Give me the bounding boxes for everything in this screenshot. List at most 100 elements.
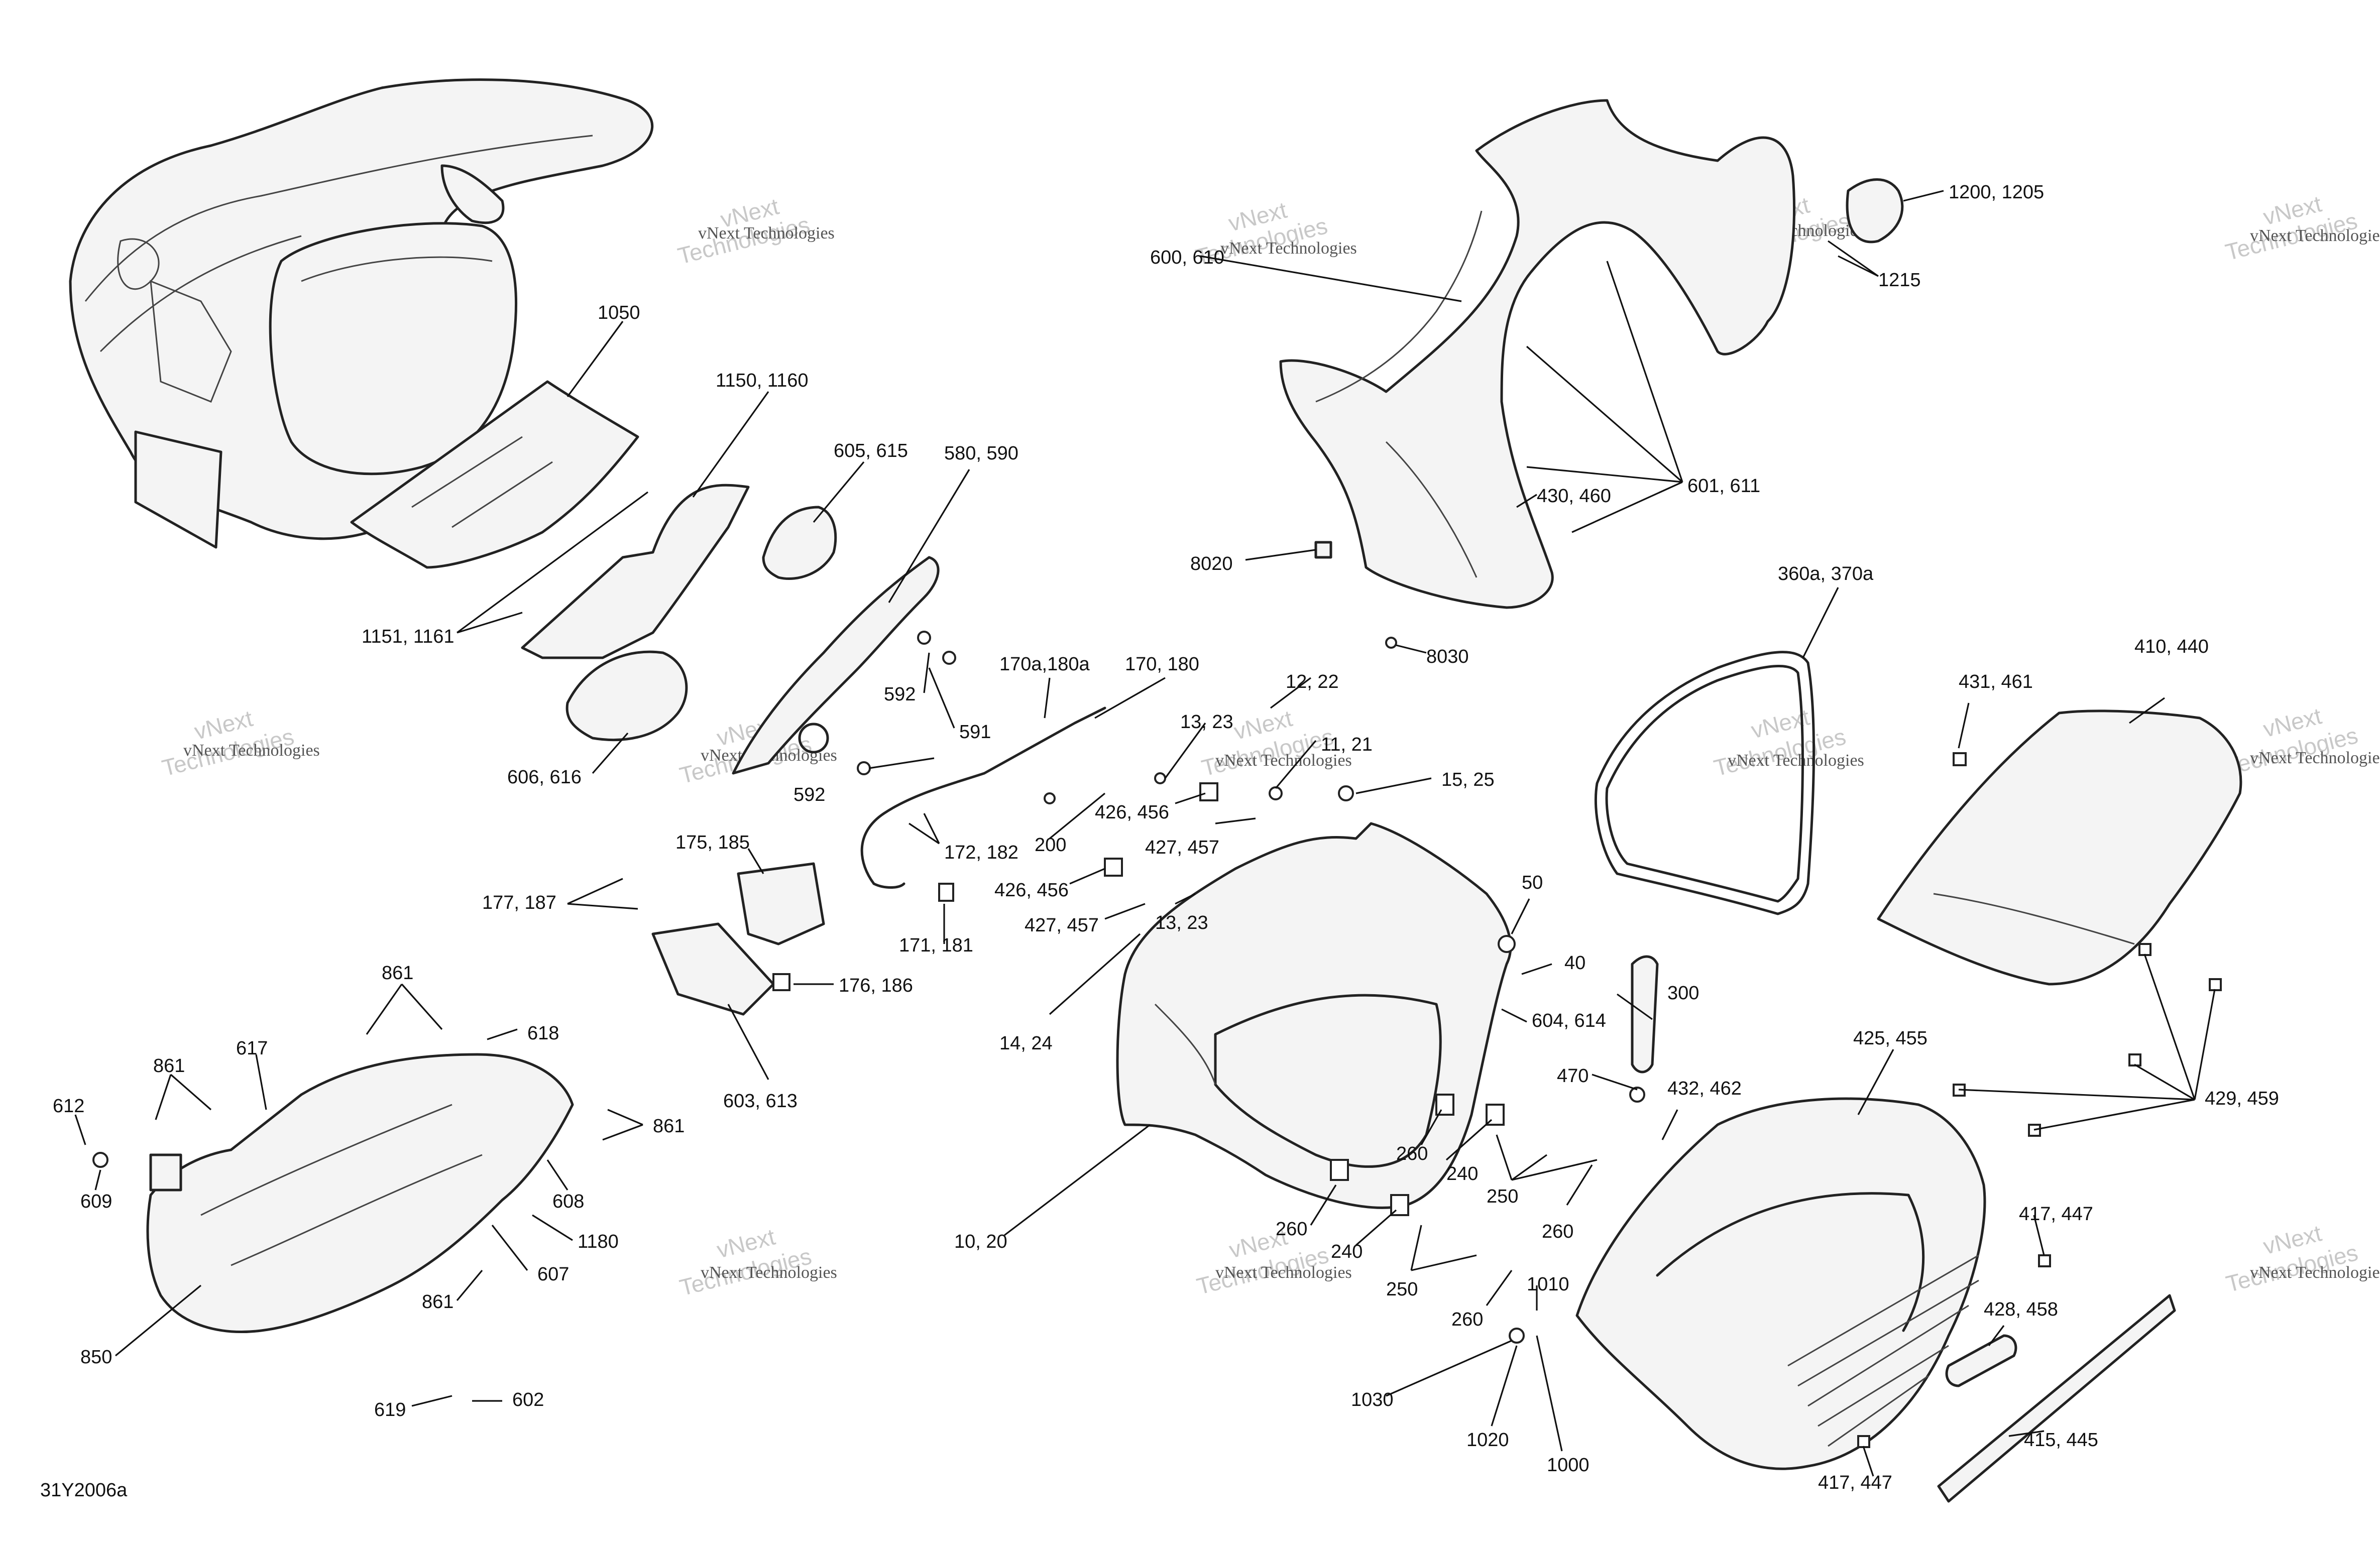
watermark-line: vNext Technologies — [1215, 751, 1352, 770]
callout-260-d: 260 — [1451, 1309, 1483, 1330]
callout-606-616: 606, 616 — [507, 767, 582, 788]
clip-417b — [1857, 1435, 1870, 1448]
callout-417-447-upper: 417, 447 — [2019, 1204, 2093, 1225]
callout-170-180: 170, 180 — [1125, 654, 1199, 675]
part-lid-410-detail — [1933, 893, 2135, 945]
part-saddlebag-shell — [1575, 1097, 1986, 1470]
part-latch-cable — [860, 706, 1106, 885]
watermark-12: vNext Technologies — [677, 1223, 814, 1300]
part-cap-606 — [565, 650, 688, 741]
fastener-609 — [92, 1152, 108, 1168]
clip-171 — [938, 883, 954, 902]
callout-360a-370a: 360a, 370a — [1778, 563, 1874, 584]
part-top-case — [69, 78, 654, 549]
watermark-line: vNext Technologies — [698, 224, 835, 243]
callout-175-185: 175, 185 — [675, 832, 750, 853]
callout-861-a: 861 — [382, 963, 413, 984]
clip-429a — [2138, 943, 2151, 956]
fastener-470 — [1629, 1087, 1645, 1103]
callout-200: 200 — [1035, 835, 1066, 856]
watermark-line: vNext Technologies — [1215, 1263, 1352, 1282]
callout-1180: 1180 — [578, 1231, 619, 1252]
callout-240-a: 240 — [1446, 1163, 1478, 1184]
part-liner-detail — [411, 436, 553, 528]
clip-429b — [2209, 978, 2222, 991]
fastener-1020 — [1509, 1328, 1525, 1344]
callout-250-a: 250 — [1487, 1186, 1518, 1207]
part-bracket-1150 — [521, 484, 750, 659]
watermark-line: vNext Technologies — [701, 1263, 837, 1282]
callout-1020: 1020 — [1466, 1430, 1509, 1451]
callout-603-613: 603, 613 — [723, 1091, 798, 1112]
callout-600-610: 600, 610 — [1150, 247, 1224, 268]
callout-850: 850 — [80, 1347, 112, 1368]
watermark-line: vNext Technologies — [2250, 1263, 2380, 1282]
callout-177-187: 177, 187 — [482, 892, 556, 913]
watermark-line: vNext Technologies — [2250, 749, 2380, 767]
callout-861-d: 861 — [422, 1291, 454, 1313]
callout-861-b: 861 — [153, 1055, 185, 1077]
callout-1030: 1030 — [1351, 1389, 1394, 1410]
callout-430-460: 430, 460 — [1537, 486, 1611, 507]
leader-lines — [74, 190, 2216, 1477]
callout-1200-1205: 1200, 1205 — [1949, 182, 2044, 203]
callout-580-590: 580, 590 — [944, 443, 1018, 464]
fastener-50 — [1498, 935, 1516, 953]
diagram-id: 31Y2006a — [40, 1480, 128, 1501]
watermark-5: vNext Technologies — [2223, 190, 2360, 265]
callout-1050: 1050 — [598, 302, 640, 323]
callout-11-21: 11, 21 — [1321, 734, 1373, 755]
part-seal-360a-inner — [1605, 664, 1804, 903]
clip-429c — [2128, 1053, 2141, 1066]
callout-1215: 1215 — [1878, 270, 1921, 291]
callout-13-23-upper: 13, 23 — [1180, 711, 1233, 733]
callout-604-614: 604, 614 — [1532, 1010, 1606, 1031]
callout-240-b: 240 — [1331, 1241, 1363, 1262]
part-reflector-1200 — [1846, 178, 1904, 244]
part-subframe — [146, 1053, 574, 1333]
part-liner-1050 — [350, 380, 639, 569]
callout-425-455: 425, 455 — [1853, 1028, 1928, 1049]
callout-labels: 1050 1150, 1160 605, 615 580, 590 1151, … — [40, 182, 2279, 1501]
callout-260-a: 260 — [1396, 1143, 1428, 1164]
callout-417-447-lower: 417, 447 — [1818, 1472, 1892, 1493]
callout-607: 607 — [537, 1264, 569, 1285]
callout-176-186: 176, 186 — [839, 975, 913, 996]
callout-13-23-lower: 13, 23 — [1155, 912, 1208, 933]
callout-50: 50 — [1522, 872, 1543, 893]
watermark-line: vNext Technologies — [183, 741, 320, 760]
callout-1151-1161: 1151, 1161 — [362, 626, 455, 647]
fastener-8030 — [1385, 637, 1397, 649]
clip-426a — [1199, 782, 1218, 801]
callout-601-611: 601, 611 — [1687, 476, 1760, 497]
callout-8020: 8020 — [1190, 553, 1233, 574]
callout-617: 617 — [236, 1038, 268, 1059]
fastener-592a — [917, 631, 931, 645]
callout-612: 612 — [53, 1096, 84, 1117]
callout-426-456-upper: 426, 456 — [1095, 802, 1169, 823]
clip-176 — [772, 973, 790, 991]
callout-592-lower: 592 — [794, 784, 825, 805]
callout-300: 300 — [1667, 983, 1699, 1004]
clip-417a — [2038, 1254, 2051, 1267]
callout-14-24: 14, 24 — [999, 1033, 1053, 1054]
callout-10-20: 10, 20 — [954, 1231, 1007, 1252]
clip-426b — [1104, 858, 1123, 877]
callout-170a-180a: 170a,180a — [999, 654, 1090, 675]
callout-602: 602 — [512, 1389, 544, 1410]
callout-1000: 1000 — [1547, 1455, 1590, 1476]
callout-470: 470 — [1557, 1065, 1589, 1087]
fastener-591 — [857, 761, 871, 775]
callout-431-461: 431, 461 — [1959, 671, 2033, 692]
callout-619: 619 — [374, 1399, 406, 1420]
watermark-line: vNext Technologies — [1220, 239, 1357, 258]
part-saddlebag-frame — [1116, 822, 1512, 1209]
callout-12-22: 12, 22 — [1286, 671, 1339, 692]
callout-861-c: 861 — [653, 1116, 685, 1137]
parts — [69, 78, 2242, 1503]
part-lid-410 — [1877, 709, 2242, 986]
callout-1010: 1010 — [1527, 1274, 1569, 1295]
part-latch-175 — [737, 862, 825, 945]
callout-415-445: 415, 445 — [2024, 1430, 2098, 1451]
